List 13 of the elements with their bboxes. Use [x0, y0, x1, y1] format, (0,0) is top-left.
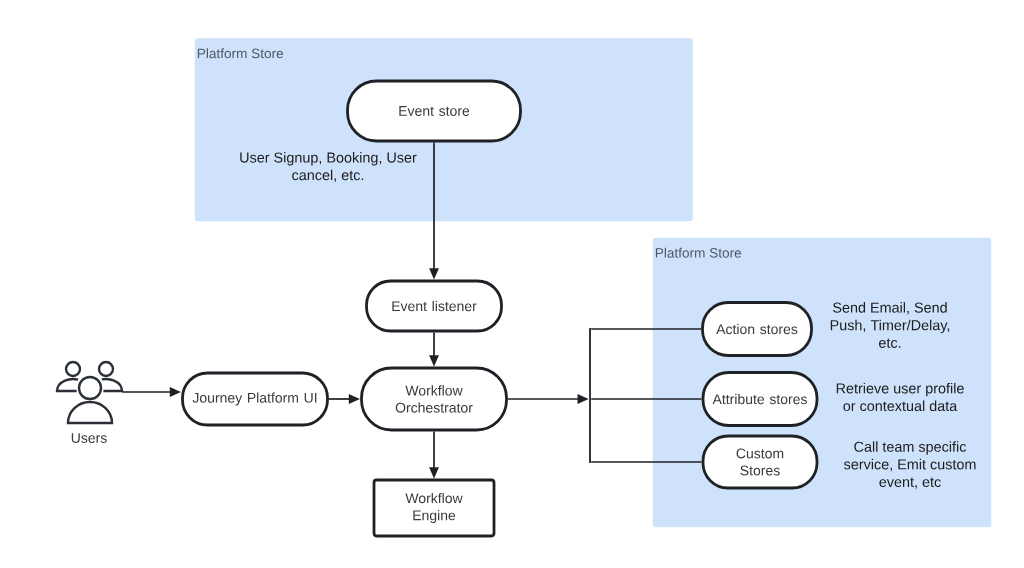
rounded-box: Attribute stores	[701, 371, 819, 427]
rounded-box: Event store	[346, 79, 522, 143]
note-text: Call team specific service, Emit custom event, etc	[844, 441, 976, 489]
note-text: Send Email, Send Push, Timer/Delay, etc.	[830, 302, 950, 348]
rounded-box: Journey Platform UI	[181, 371, 329, 427]
edge-label: User Signup, Booking, User cancel, etc.	[240, 152, 417, 182]
rounded-box: Workflow Orchestrator	[360, 366, 508, 432]
rounded-box: Event listener	[365, 279, 503, 333]
process-box: Workflow Engine	[372, 478, 496, 538]
note-text: Retrieve user profile or contextual data	[836, 382, 964, 412]
icon-caption: Users	[71, 433, 107, 443]
rounded-box: Action stores	[701, 301, 813, 357]
rounded-box: Custom Stores	[701, 434, 819, 490]
